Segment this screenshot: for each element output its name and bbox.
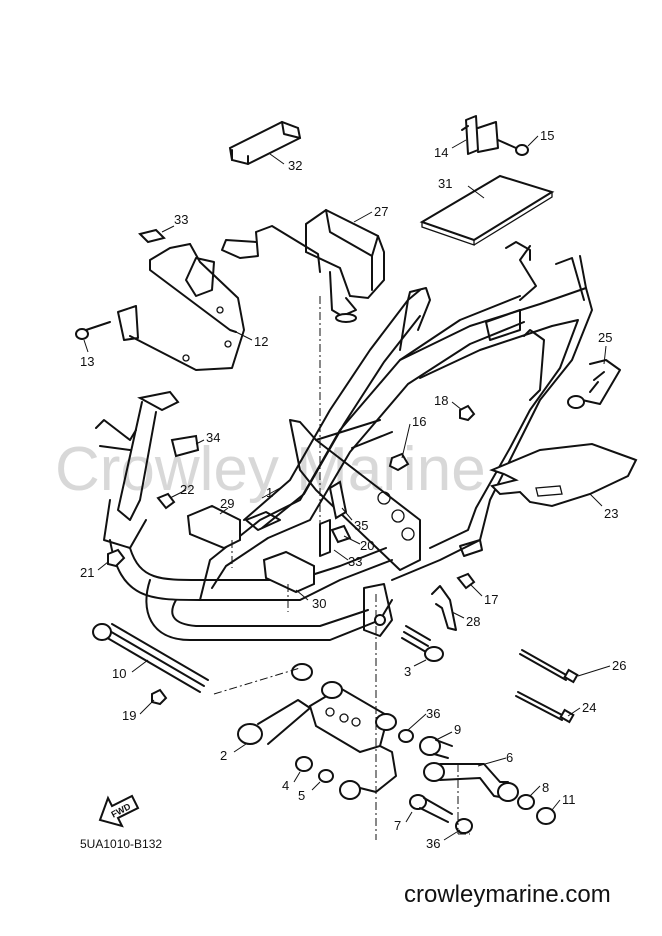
part-11-nut[interactable]: [536, 807, 556, 825]
part-6-link[interactable]: [423, 762, 519, 802]
part-21-collar[interactable]: [107, 548, 126, 568]
part-13-bolt[interactable]: [75, 321, 111, 340]
part-28-spring[interactable]: [431, 585, 457, 631]
part-14-clip[interactable]: [461, 115, 499, 155]
callout-7[interactable]: 7: [394, 818, 401, 833]
part-20-clip[interactable]: [330, 524, 352, 544]
fwd-arrow-icon: FWD: [98, 794, 140, 828]
part-25-clamp[interactable]: [567, 359, 621, 409]
callout-16[interactable]: 16: [412, 414, 426, 429]
callout-34[interactable]: 34: [206, 430, 220, 445]
callout-36-upper[interactable]: 36: [426, 706, 440, 721]
callout-6[interactable]: 6: [506, 750, 513, 765]
callout-15[interactable]: 15: [540, 128, 554, 143]
callout-31[interactable]: 31: [438, 176, 452, 191]
part-36-washer-upper[interactable]: [398, 729, 414, 743]
callout-11[interactable]: 11: [562, 792, 576, 807]
callout-10[interactable]: 10: [112, 666, 126, 681]
callout-17[interactable]: 17: [484, 592, 498, 607]
part-2-bushing[interactable]: [237, 699, 311, 745]
callout-33-top[interactable]: 33: [174, 212, 188, 227]
part-18-clip[interactable]: [459, 404, 476, 422]
callout-12[interactable]: 12: [254, 334, 268, 349]
website-text[interactable]: crowleymarine.com: [404, 881, 611, 908]
callout-23[interactable]: 23: [604, 506, 618, 521]
callout-18[interactable]: 18: [434, 393, 448, 408]
leader-lines: [83, 135, 611, 841]
part-4-collar[interactable]: [295, 756, 313, 772]
callout-25[interactable]: 25: [598, 330, 612, 345]
part-7-bolt[interactable]: [409, 794, 453, 823]
part-35-pad[interactable]: [328, 480, 348, 520]
guide-lines: [213, 296, 470, 840]
part-3-bolt[interactable]: [401, 625, 444, 662]
part-29-pad[interactable]: [186, 504, 241, 550]
part-5-washer[interactable]: [318, 769, 361, 800]
callout-8[interactable]: 8: [542, 780, 549, 795]
callouts: 1 2 3 4 5 6 7 8 9 10 11 12 13 14 15 16 1…: [80, 128, 626, 851]
callout-3[interactable]: 3: [404, 664, 411, 679]
part-33-small-pad[interactable]: [138, 228, 166, 244]
callout-29[interactable]: 29: [220, 496, 234, 511]
callout-14[interactable]: 14: [434, 145, 448, 160]
part-9-bushing[interactable]: [419, 736, 453, 759]
callout-2[interactable]: 2: [220, 748, 227, 763]
callout-28[interactable]: 28: [466, 614, 480, 629]
part-36-washer-lower[interactable]: [455, 818, 473, 834]
part-15-screw[interactable]: [497, 139, 529, 156]
part-32-cap[interactable]: [228, 120, 302, 166]
callout-19[interactable]: 19: [122, 708, 136, 723]
part-24-cable-tie[interactable]: [515, 691, 575, 724]
callout-4[interactable]: 4: [282, 778, 289, 793]
callout-9[interactable]: 9: [454, 722, 461, 737]
part-10-pivot-shaft[interactable]: [92, 623, 209, 693]
part-12-bracket[interactable]: [117, 243, 245, 371]
part-33-bracket[interactable]: [319, 519, 331, 557]
callout-30[interactable]: 30: [312, 596, 326, 611]
engine-mount-bracket[interactable]: [291, 663, 397, 793]
part-30-pad[interactable]: [262, 550, 315, 594]
part-8-washer[interactable]: [517, 794, 535, 810]
callout-5[interactable]: 5: [298, 788, 305, 803]
part-23-cover-plate[interactable]: [489, 442, 638, 508]
diagram-code: 5UA1010-B132: [80, 837, 162, 851]
callout-20[interactable]: 20: [360, 538, 374, 553]
part-27-battery-box[interactable]: [221, 208, 385, 323]
callout-27[interactable]: 27: [374, 204, 388, 219]
part-16-clip[interactable]: [388, 452, 410, 472]
part-34-pad[interactable]: [170, 434, 200, 458]
callout-22[interactable]: 22: [180, 482, 194, 497]
part-1-main-frame[interactable]: [95, 241, 593, 641]
part-19-nut[interactable]: [151, 688, 168, 706]
callout-24[interactable]: 24: [582, 700, 596, 715]
callout-13[interactable]: 13: [80, 354, 94, 369]
callout-1[interactable]: 1: [266, 485, 273, 500]
callout-26[interactable]: 26: [612, 658, 626, 673]
callout-33-lower[interactable]: 33: [348, 554, 362, 569]
part-26-cable-tie[interactable]: [519, 649, 579, 684]
callout-36-lower[interactable]: 36: [426, 836, 440, 851]
callout-21[interactable]: 21: [80, 565, 94, 580]
callout-32[interactable]: 32: [288, 158, 302, 173]
part-31-pad[interactable]: [419, 174, 555, 246]
callout-35[interactable]: 35: [354, 518, 368, 533]
